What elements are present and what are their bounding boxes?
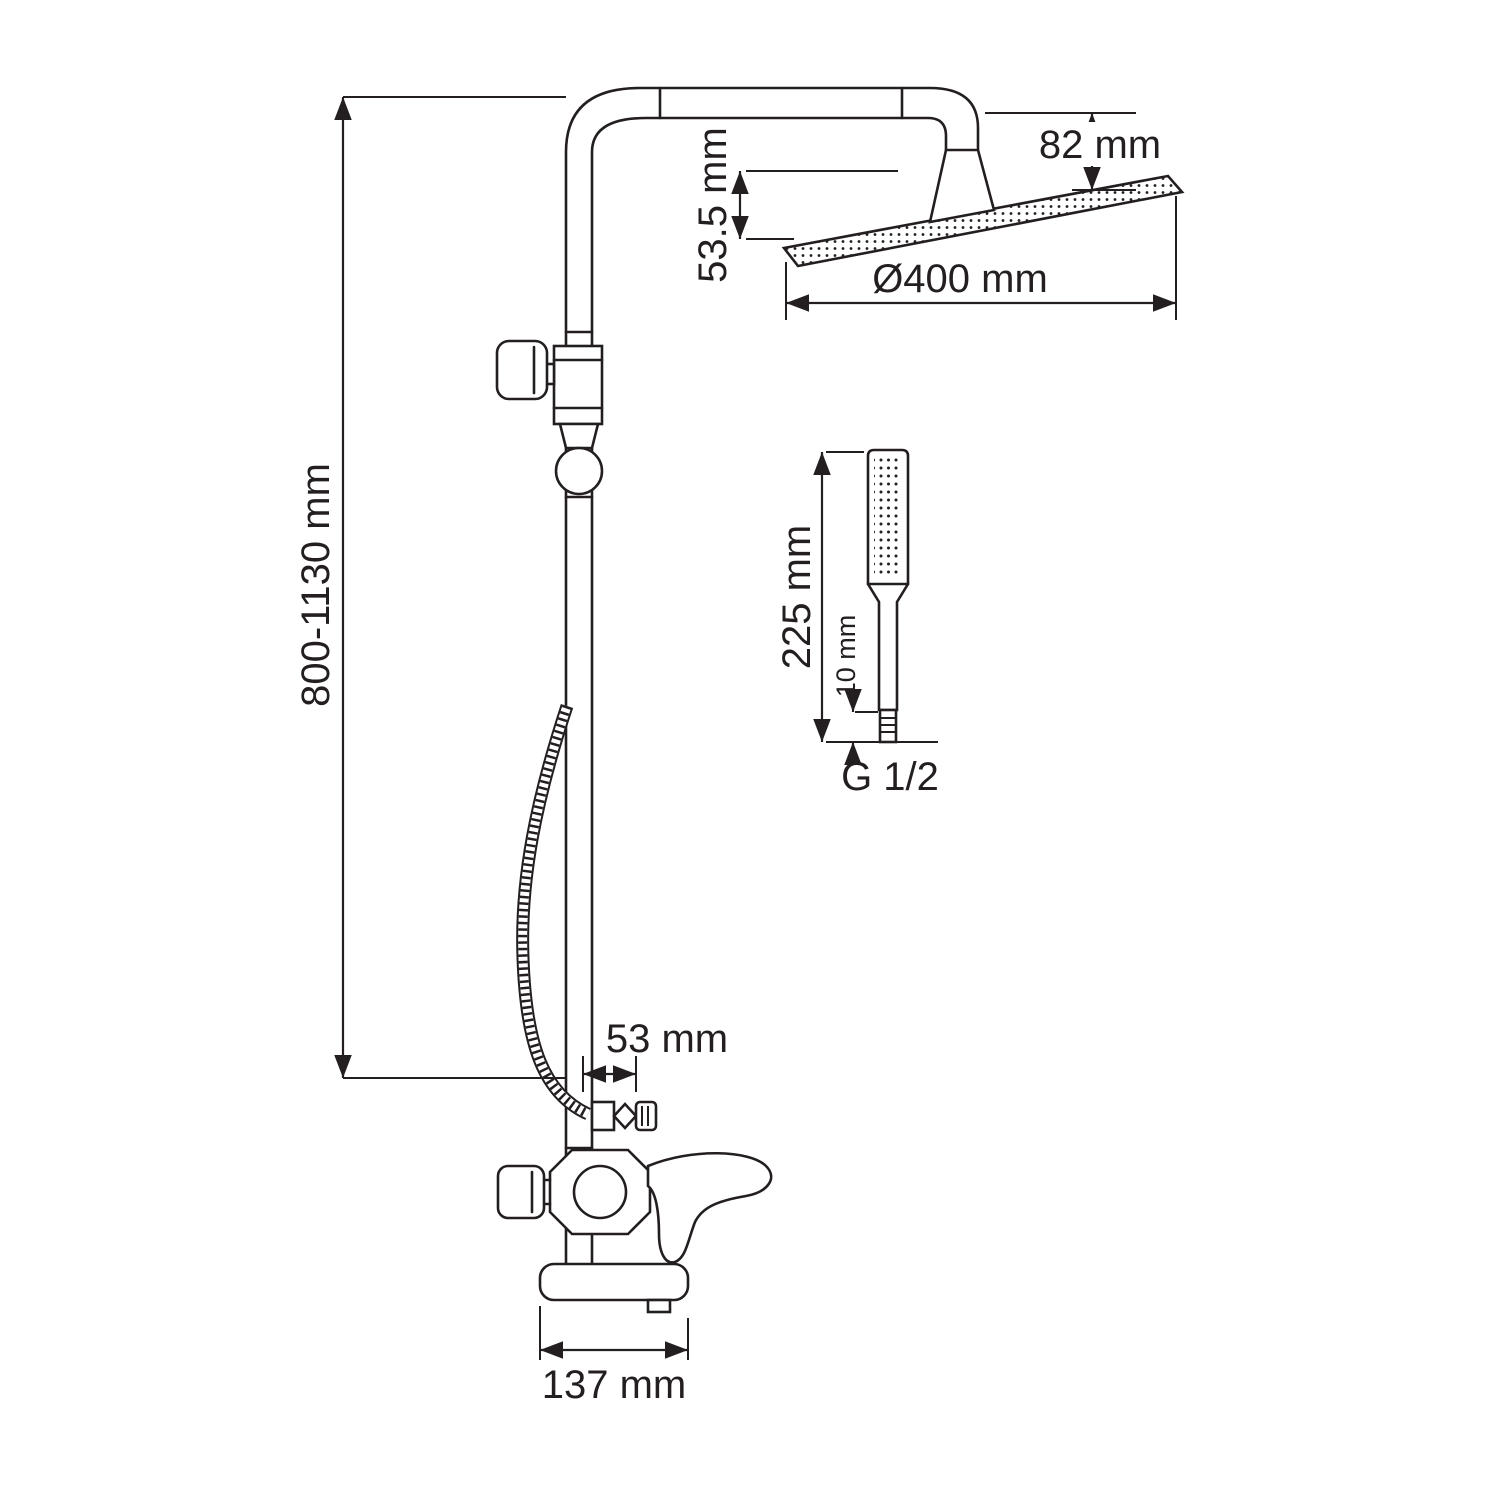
spout-outlet (646, 1298, 672, 1314)
diverter-knob (495, 339, 549, 401)
mixer-lever (646, 1151, 773, 1264)
mixer-body (496, 1146, 773, 1264)
shower-head-cone (928, 148, 996, 224)
dim-valve-offset-label: 53 mm (606, 1017, 728, 1061)
dim-head-diameter-label: Ø400 mm (872, 257, 1048, 301)
dim-valve-offset: 53 mm (582, 1017, 728, 1092)
shower-head-nozzle-face (784, 176, 1182, 266)
dim-head-drop-label: 82 mm (1039, 123, 1161, 167)
riser-pipe-and-arm (564, 86, 980, 1266)
dim-head-drop: 82 mm (985, 112, 1168, 191)
hose-check-valve (590, 1100, 658, 1132)
rain-shower-head (781, 148, 1185, 268)
pipe-inner-line (590, 116, 948, 1266)
hand-shower (866, 448, 910, 744)
ball-joint (554, 446, 604, 496)
mixer-cartridge (572, 1164, 628, 1220)
hand-shower-nozzle-face (874, 458, 902, 578)
spout-body (538, 1262, 690, 1302)
dim-hand-shower-length: 225 mm (775, 451, 938, 743)
dim-connector-length: 10 mm (831, 615, 878, 766)
valve-knob (634, 1100, 658, 1132)
dim-head-offset-label: 53.5 mm (691, 127, 735, 283)
hose-corrugation (518, 704, 590, 1119)
thread-size-label: G 1/2 (841, 755, 939, 799)
pipe-outer-line (564, 86, 980, 1266)
dim-spout-length-label: 137 mm (542, 1363, 687, 1407)
ball-joint-neck (558, 422, 600, 450)
diverter-body (552, 344, 604, 426)
dim-head-offset: 53.5 mm (691, 127, 898, 283)
dim-height-range-label: 800-1130 mm (294, 463, 338, 707)
diverter-valve (495, 339, 604, 499)
shower-hose (516, 703, 591, 1120)
spout (538, 1262, 690, 1314)
label-mask (1034, 122, 1168, 166)
mixer-knob (496, 1164, 546, 1220)
dim-head-diameter: Ø400 mm (785, 196, 1177, 320)
dim-connector-length-label: 10 mm (831, 615, 861, 698)
dim-hand-shower-length-label: 225 mm (775, 525, 819, 670)
valve-stub (590, 1100, 616, 1132)
dim-spout-length: 137 mm (539, 1306, 689, 1407)
dim-height-range: 800-1130 mm (294, 96, 566, 1079)
